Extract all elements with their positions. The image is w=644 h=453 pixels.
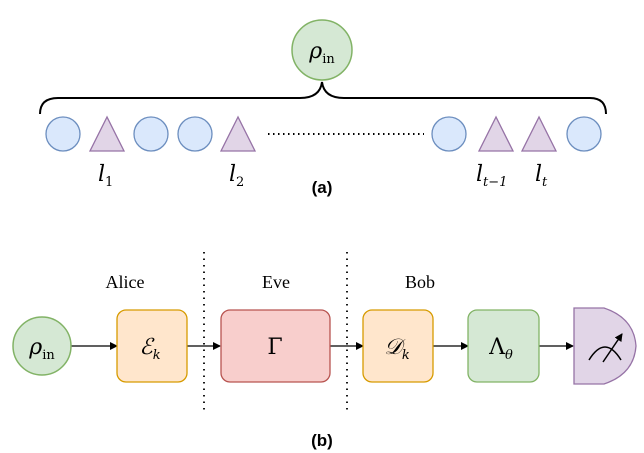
party-eve: Eve (262, 272, 290, 292)
part-b: Alice Eve Bob ρin ℰk Γ 𝒟k (12, 252, 637, 450)
encoder-label: ℰk (139, 335, 160, 363)
channel-box (220, 309, 331, 383)
meter-needle (602, 333, 623, 363)
qubit-triangle (88, 115, 126, 152)
unitary-label: Λθ (488, 335, 513, 363)
qubit-triangle (219, 115, 257, 152)
party-bob: Bob (405, 272, 435, 292)
curly-brace (39, 81, 607, 115)
channel-label: Γ (267, 335, 282, 360)
party-alice: Alice (106, 272, 145, 292)
qubit-circle (566, 116, 602, 152)
qubit-circle (431, 116, 467, 152)
part-a: ρin l1 l2 lt−1 lt (a) (39, 19, 607, 197)
qubit-circle (177, 116, 213, 152)
label-l1: l1 (98, 162, 113, 190)
label-lt: lt (535, 162, 548, 190)
qubit-triangle (477, 115, 515, 152)
input-state-b-label: ρin (28, 335, 55, 363)
input-state-a (291, 19, 353, 81)
input-state-b (12, 316, 72, 376)
meter-arc (588, 346, 622, 361)
label-lt-1: lt−1 (476, 162, 507, 190)
qubit-triangle (520, 115, 558, 152)
label-l2: l2 (229, 162, 244, 190)
caption-a: (a) (312, 178, 333, 197)
qubit-circle (133, 116, 169, 152)
decoder-label: 𝒟k (384, 335, 410, 363)
meter-icon (573, 307, 637, 385)
input-state-a-label: ρin (308, 39, 335, 67)
measurement-device (573, 307, 637, 385)
qubit-circle (45, 116, 81, 152)
unitary-box (467, 309, 540, 383)
encoder-box (116, 309, 188, 383)
caption-b: (b) (311, 431, 333, 450)
decoder-box (362, 309, 434, 383)
